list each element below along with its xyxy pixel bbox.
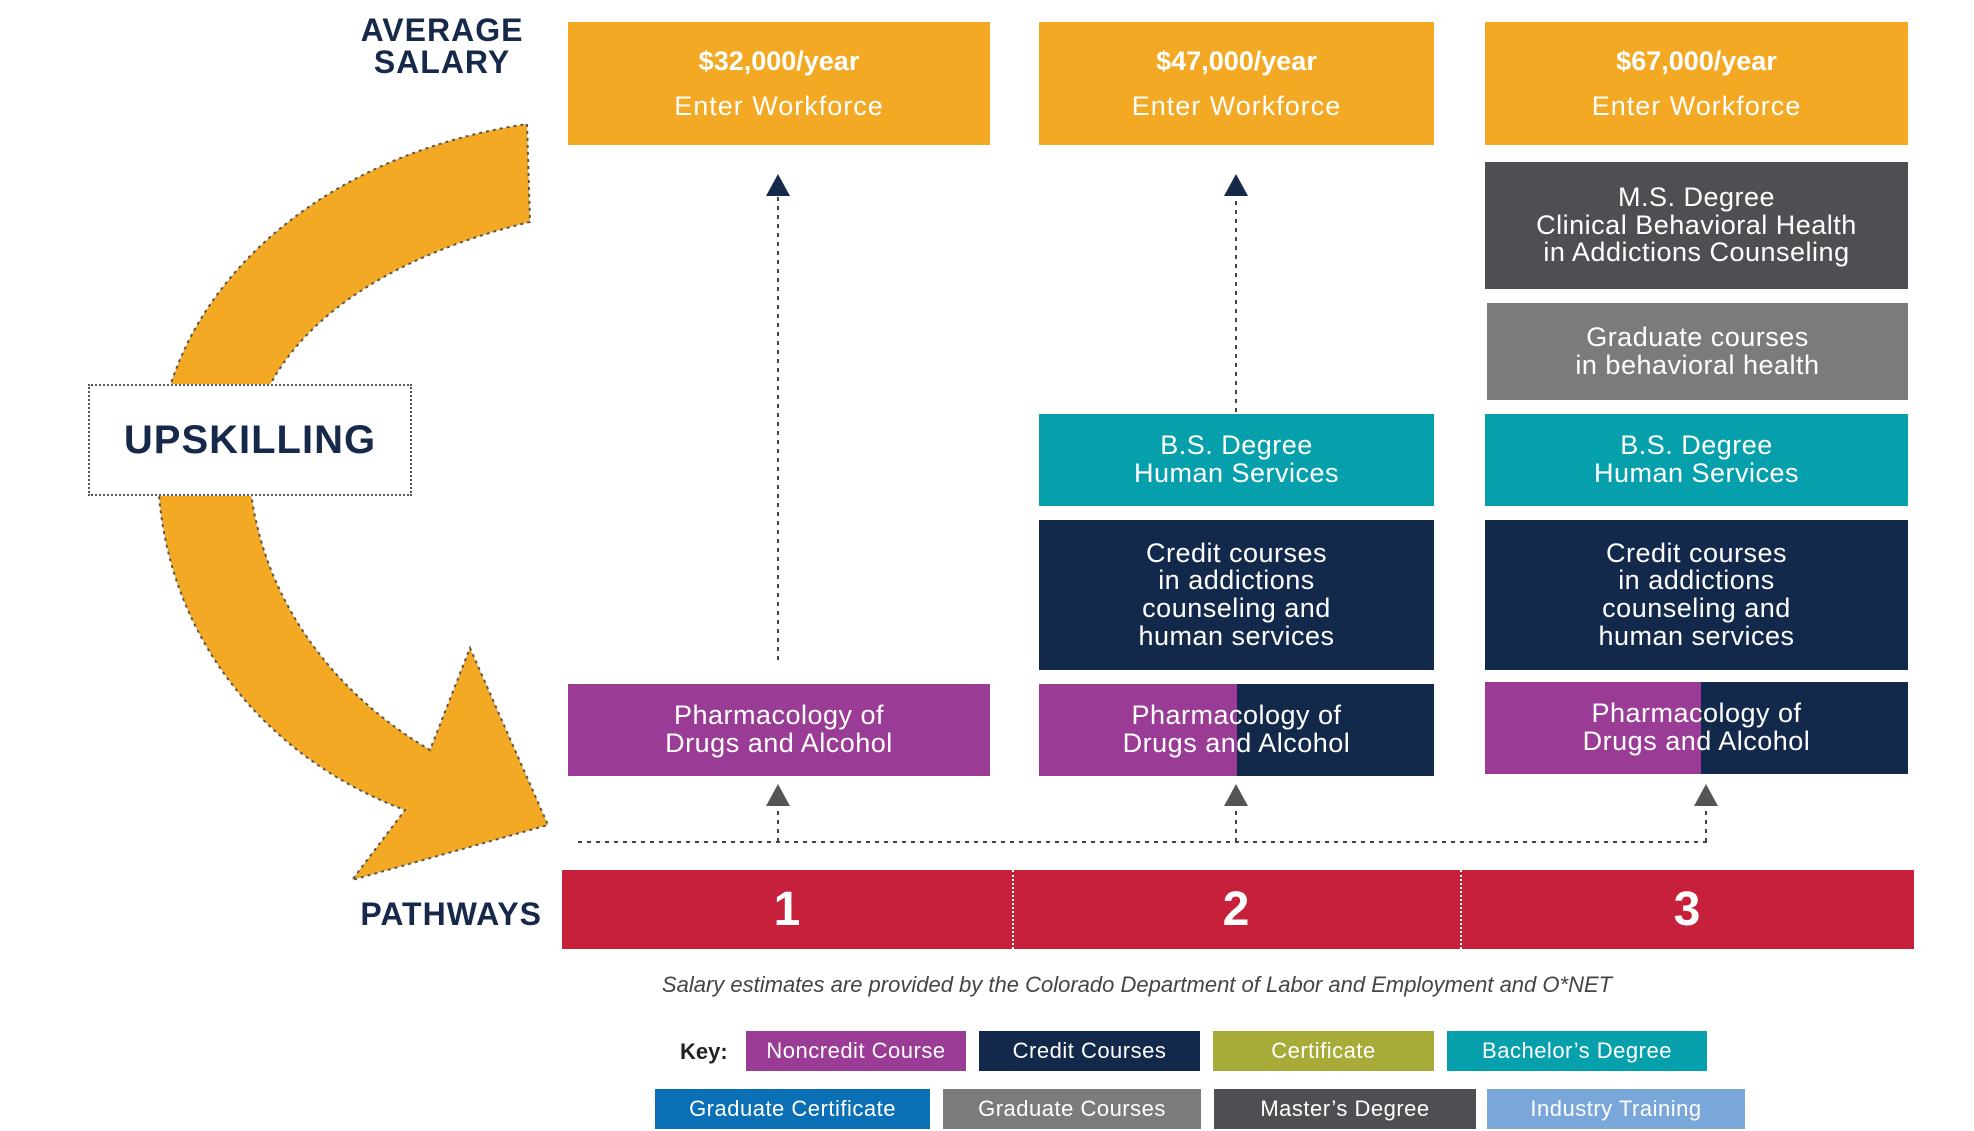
noncredit-credit-course-box: Pharmacology of Drugs and Alcohol <box>1039 684 1434 776</box>
arrow-up-icon <box>766 784 790 806</box>
pathway-divider <box>1012 870 1014 949</box>
key-noncredit-course: Noncredit Course <box>746 1031 966 1071</box>
bachelor-degree-box: B.S. Degree Human Services <box>1039 414 1434 506</box>
graduate-courses-box: Graduate courses in behavioral health <box>1487 303 1908 400</box>
noncredit-course-box: Pharmacology of Drugs and Alcohol <box>568 684 990 776</box>
noncredit-credit-course-box: Pharmacology of Drugs and Alcohol <box>1485 682 1908 774</box>
bachelor-degree-box: B.S. Degree Human Services <box>1485 414 1908 506</box>
salary-source-note: Salary estimates are provided by the Col… <box>661 972 1613 997</box>
key-masters-degree: Master’s Degree <box>1214 1089 1476 1129</box>
key-label: Key: <box>680 1039 728 1064</box>
pathways-bar <box>562 870 1914 949</box>
key-bachelors-degree: Bachelor’s Degree <box>1447 1031 1707 1071</box>
salary-box-pathway-3: $67,000/year Enter Workforce <box>1485 22 1908 145</box>
pathway-number-2: 2 <box>1222 883 1250 936</box>
key-graduate-certificate: Graduate Certificate <box>655 1089 930 1129</box>
salary-box-pathway-2: $47,000/year Enter Workforce <box>1039 22 1434 145</box>
average-salary-label: AVERAGE SALARY <box>360 12 524 80</box>
credit-courses-box: Credit courses in addictions counseling … <box>1039 520 1434 670</box>
upskilling-label: UPSKILLING <box>88 384 412 496</box>
arrow-up-icon <box>1224 174 1248 196</box>
pathway-number-3: 3 <box>1673 883 1701 936</box>
salary-box-pathway-1: $32,000/year Enter Workforce <box>568 22 990 145</box>
arrow-up-icon <box>1694 784 1718 806</box>
credit-courses-box: Credit courses in addictions counseling … <box>1485 520 1908 670</box>
key-credit-courses: Credit Courses <box>979 1031 1200 1071</box>
arrow-up-icon <box>1224 784 1248 806</box>
pathway-number-1: 1 <box>773 883 801 936</box>
key-graduate-courses: Graduate Courses <box>943 1089 1201 1129</box>
key-certificate: Certificate <box>1213 1031 1434 1071</box>
pathway-divider <box>1460 870 1462 949</box>
masters-degree-box: M.S. Degree Clinical Behavioral Health i… <box>1485 162 1908 289</box>
pathways-label: PATHWAYS <box>360 896 542 932</box>
upskilling-arrow-icon <box>156 122 550 882</box>
key-industry-training: Industry Training <box>1487 1089 1745 1129</box>
arrow-up-icon <box>766 174 790 196</box>
